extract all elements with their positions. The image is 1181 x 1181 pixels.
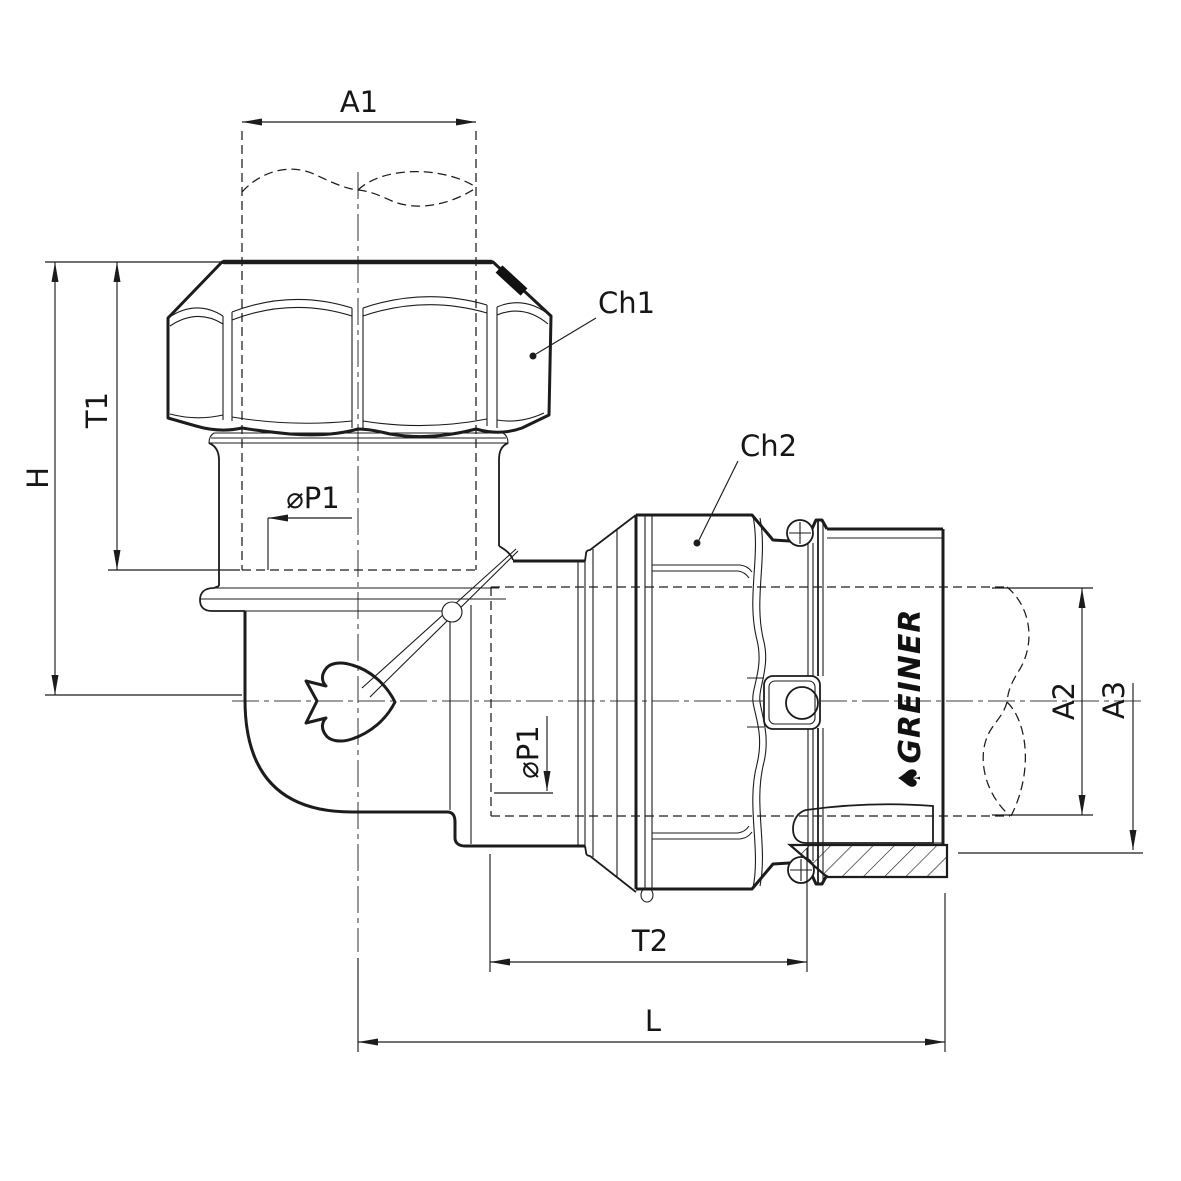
dim-label-a2: A2	[1047, 682, 1081, 720]
ring-step-top	[584, 514, 637, 562]
nut-lobe-arcs	[167, 296, 552, 427]
ring-lines	[577, 530, 618, 877]
dimension-p1-side: ⌀P1	[494, 716, 553, 794]
body-right-edge	[498, 442, 509, 546]
callout-label-ch1: Ch1	[598, 286, 655, 320]
liner-sleeve	[792, 803, 943, 844]
ring-step-bottom	[584, 845, 637, 893]
brand-logo: ♠GREINER	[893, 609, 928, 792]
greiner-logo-text: ♠GREINER	[893, 609, 928, 792]
top-swivel-nut	[166, 259, 553, 444]
nut-silhouette	[166, 260, 553, 439]
dimension-t2: T2	[489, 848, 808, 972]
pipe-break-curve	[982, 586, 1030, 817]
dimension-l: L	[357, 893, 946, 1052]
dim-label-a1: A1	[340, 85, 378, 119]
section-hatch	[787, 843, 949, 879]
dim-label-a3: A3	[1097, 681, 1131, 719]
centerlines	[232, 172, 1146, 952]
elbow-outline	[243, 611, 585, 848]
flange-rings	[577, 514, 654, 903]
nut-wavy-ridges	[752, 515, 767, 889]
chamfer-shade-mark	[495, 265, 528, 296]
right-swivel-nut	[634, 513, 829, 891]
mould-pointer	[361, 548, 519, 698]
body-left-edge	[208, 442, 220, 586]
ch2-leader-dot	[693, 539, 701, 547]
dim-label-p1-side: ⌀P1	[511, 725, 545, 778]
spade-logo-icon	[304, 661, 397, 743]
dimension-a3: A3	[958, 681, 1143, 854]
ch1-leader-dot	[529, 352, 537, 360]
clamp-boss	[747, 675, 821, 730]
pointer-ring	[441, 601, 463, 623]
dim-label-t2: T2	[631, 924, 668, 958]
callout-label-ch2: Ch2	[740, 429, 797, 463]
dim-label-l: L	[645, 1004, 661, 1038]
dimension-t1: T1	[80, 262, 240, 571]
dimension-p1-top: ⌀P1	[267, 481, 352, 570]
nut-ribs	[222, 305, 498, 428]
flange-screw-top	[786, 519, 814, 547]
callout-ch1: Ch1	[529, 286, 655, 360]
callout-ch2: Ch2	[693, 429, 797, 547]
dashed-pipe-top	[241, 131, 477, 571]
dimension-a2: A2	[992, 587, 1093, 816]
elbow-body	[243, 545, 585, 848]
shoulder-curve	[498, 545, 514, 561]
pipe-break-curve	[357, 171, 477, 191]
flange-lip	[199, 585, 245, 612]
pipe-break-curve	[241, 168, 477, 207]
dimension-a1: A1	[242, 85, 476, 126]
pipe-end-cylinder	[787, 527, 949, 879]
nut-grooves	[652, 564, 753, 840]
dimension-h: H	[21, 261, 250, 696]
dim-label-p1-top: ⌀P1	[286, 481, 339, 515]
upper-body	[199, 442, 509, 612]
dim-label-h: H	[21, 467, 55, 489]
spade-glyph-icon: ♠	[893, 764, 928, 792]
boss-bolt-circle	[785, 686, 819, 720]
pipe-break-curve	[1006, 701, 1026, 817]
dim-label-t1: T1	[80, 392, 114, 429]
